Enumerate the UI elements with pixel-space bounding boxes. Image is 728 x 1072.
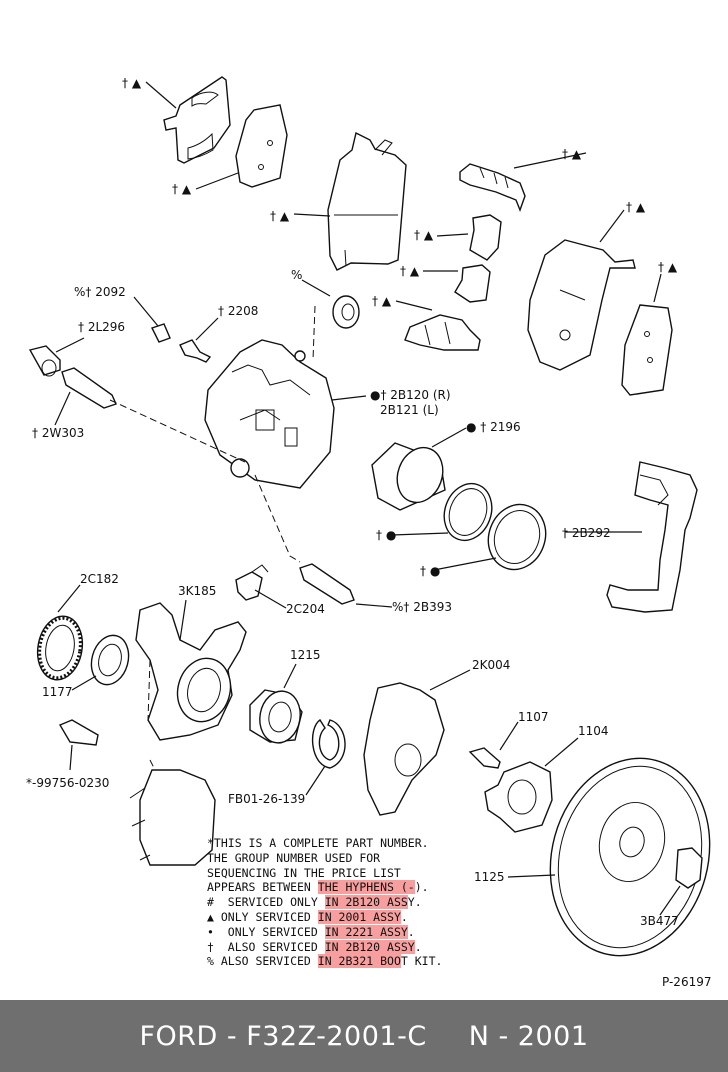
hub-nut [675,847,703,889]
wheel-bearing [249,689,303,744]
label-3B477: 3B477 [640,914,679,928]
legend-row-hash: # SERVICED ONLY IN 2B120 ASSY. [207,895,442,910]
legend-text: ▲ ONLY SERVICED [207,909,318,924]
caliper-lower [129,769,216,866]
legend-row-triangle: ▲ ONLY SERVICED IN 2001 ASSY. [207,909,442,925]
caliper-bracket [606,461,698,613]
spring-clip-c [404,314,481,351]
label-pad-right: † ▲ [626,200,646,214]
guide-bolt-2W303 [61,367,117,409]
pad-right [527,239,636,371]
anti-rattle-clip-top [459,163,526,212]
pad-center [327,131,407,271]
legend-row-dagger: † ALSO SERVICED IN 2B120 ASSY. [207,939,442,955]
spring-clip-b [454,264,491,303]
label-2196: ● † 2196 [466,420,521,434]
legend-text: Y. [407,895,422,910]
label-2B120: ●† 2B120 (R) [370,388,451,402]
label-top-pad-inner: † ▲ [172,182,192,196]
footer-bar: FORD - F32Z-2001-C N - 2001 [0,1000,728,1072]
label-3K185: 3K185 [178,584,217,598]
label-top-pad-outer: † ▲ [122,76,142,90]
label-2K004: 2K004 [472,658,511,672]
label-2C182: 2C182 [80,572,119,586]
label-2092: %† 2092 [74,285,126,299]
label-2B121: 2B121 (L) [380,403,439,417]
note-line: THE GROUP NUMBER USED FOR [207,850,381,865]
abs-sensor-ring [36,615,84,681]
leader-lines [54,81,681,916]
bleeder-screw-2208 [179,339,212,363]
steering-knuckle [135,602,247,781]
pad-friction-inner [235,104,288,188]
brake-assembly-diagram [28,76,711,957]
piston-seal [443,482,493,542]
legend-text: % ALSO SERVICED [207,954,318,969]
legend-highlight: IN 2B321 BOO [317,954,401,969]
label-1125: 1125 [474,870,505,884]
label-2L296: † 2L296 [78,320,126,334]
bolt [58,719,99,746]
label-2W303: † 2W303 [32,426,85,440]
legend-text: . [400,909,408,924]
note-line: SEQUENCING IN THE PRICE LIST [207,865,401,880]
splash-shield [363,682,445,816]
legend-text: † ALSO SERVICED [207,939,325,954]
reference-number: P-26197 [662,975,712,989]
label-boot: % [291,268,303,282]
label-2B393: %† 2B393 [392,600,452,614]
legend-highlight: IN 2221 ASSY [324,924,408,939]
label-2C204: 2C204 [286,602,325,616]
legend-row-percent: % ALSO SERVICED IN 2B321 BOOT KIT. [207,954,442,969]
pad-far-right [621,304,673,396]
footer-part-number: FORD - F32Z-2001-C [139,1020,427,1052]
legend-text: T KIT. [400,954,443,969]
label-2B292: † 2B292 [562,526,611,540]
label-clip-a: † ▲ [414,228,434,242]
legend-text: # SERVICED ONLY [207,895,325,910]
grease-seal-1177 [90,634,130,686]
bushing-2092 [151,323,171,343]
pad-backing-plate-outer [163,76,231,164]
legend-text: . [407,924,415,939]
note-line: APPEARS BETWEEN THE HYPHENS (-). [207,880,442,895]
spring-clip-a [469,214,502,261]
legend-text: • ONLY SERVICED [207,924,325,939]
label-seal-b: † ● [420,564,441,578]
label-1104: 1104 [578,724,609,738]
label-clip-top-right: † ▲ [562,147,582,161]
footer-group: N - 2001 [468,1020,589,1052]
caliper-housing [204,339,335,489]
label-pad-center: † ▲ [270,209,290,223]
wheel-stud [468,747,501,769]
note-line: *THIS IS A COMPLETE PART NUMBER. [207,836,429,850]
note-text: ). [414,880,429,895]
guide-pin-2L296 [28,345,61,377]
label-1177: 1177 [42,685,73,699]
wheel-hub [484,761,553,833]
label-2208: † 2208 [218,304,259,318]
legend-highlight: IN 2B120 ASS [324,895,408,910]
snap-ring [311,719,346,769]
abs-sensor [235,564,269,601]
piston-2196 [371,442,446,511]
legend-notes: *THIS IS A COMPLETE PART NUMBER. THE GRO… [207,836,442,969]
label-clip-b: † ▲ [400,264,420,278]
legend-row-dot: • ONLY SERVICED IN 2221 ASSY. [207,924,442,940]
label-1215: 1215 [290,648,321,662]
label-FB01: FB01-26-139 [228,792,306,806]
legend-highlight: IN 2B120 ASSY [324,939,415,954]
label-99756: *-99756-0230 [26,776,110,790]
legend-highlight: IN 2001 ASSY [317,909,401,924]
label-1107: 1107 [518,710,549,724]
dust-seal [487,503,547,571]
label-clip-c: † ▲ [372,294,392,308]
label-pad-far-right: † ▲ [658,260,678,274]
guide-pin-2B393 [299,563,355,605]
dust-boot [332,295,360,329]
note-text: APPEARS BETWEEN [207,880,318,895]
legend-text: . [414,939,422,954]
note-highlight: THE HYPHENS (- [317,880,415,895]
label-seal-a: † ● [376,528,397,542]
